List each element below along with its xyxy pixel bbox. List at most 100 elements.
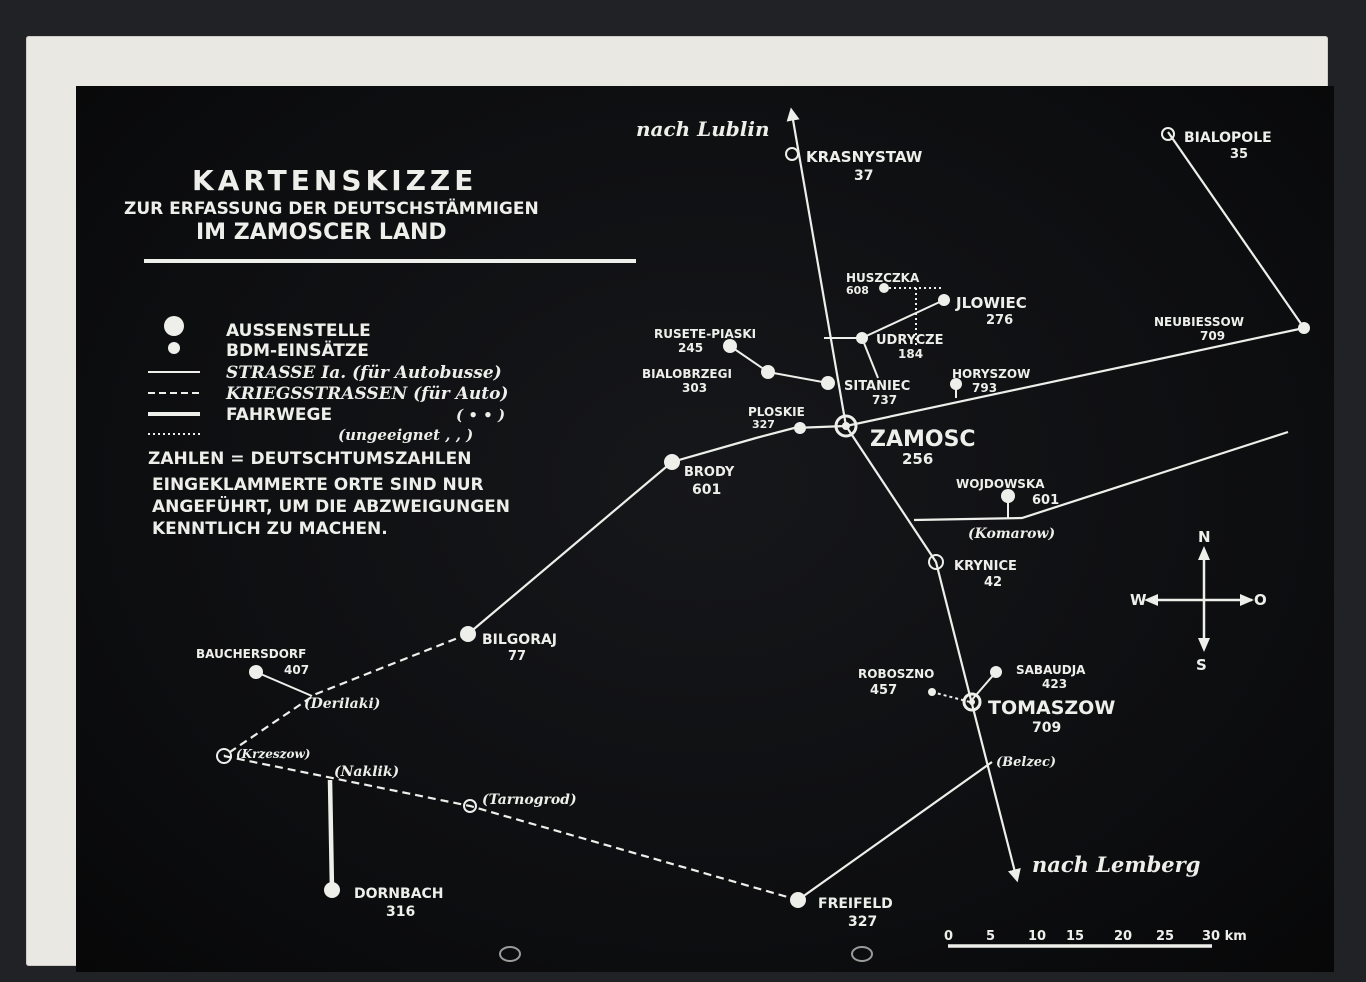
legend-label-0: AUSSENSTELLE (226, 321, 371, 341)
pin-right-icon (851, 946, 873, 962)
count-jlowiec: 276 (986, 313, 1013, 328)
legend-label-1: BDM-EINSÄTZE (226, 339, 369, 361)
name-bialopole: BIALOPOLE (1184, 130, 1272, 146)
marker-jlowiec (938, 294, 950, 306)
count-freifeld: 327 (848, 914, 877, 930)
marker-krzeszow (216, 748, 232, 764)
name-jlowiec: JLOWIEC (955, 294, 1027, 312)
name-dereliaki: (Derilaki) (304, 696, 380, 712)
branch-udrycze-sitaniec (861, 337, 879, 379)
marker-zamosc (834, 414, 858, 438)
count-sabaudja: 423 (1042, 677, 1067, 691)
branch-sabaudja (969, 671, 997, 703)
marker-huszczka (879, 283, 889, 293)
scale-tick-6: 30 km (1202, 929, 1247, 944)
name-krzeszow: (Krzeszow) (236, 747, 310, 761)
name-komarow: (Komarow) (968, 526, 1055, 542)
count-horyszow: 793 (972, 381, 997, 395)
count-krasnystaw: 37 (854, 168, 873, 184)
roads (223, 107, 1305, 902)
road-bilgoraj-krzeszow (223, 632, 469, 757)
road-komarow (913, 430, 1289, 522)
chalkboard-map: KARTENSKIZZE ZUR ERFASSUNG DER DEUTSCHST… (76, 86, 1334, 972)
count-wojdowska: 601 (1032, 493, 1059, 508)
marker-ploskie (794, 422, 806, 434)
legend-ungeeignet-note: (ungeeignet , , ) (338, 426, 473, 444)
marker-krynice (928, 554, 944, 570)
scale-tick-0: 0 (944, 929, 953, 944)
scale-tick-2: 10 (1028, 929, 1046, 944)
marker-freifeld (790, 892, 806, 908)
compass-s: S (1196, 656, 1207, 674)
road-bialopole (1167, 131, 1305, 329)
legend-label-3: KRIEGSSTRASSEN (für Auto) (225, 384, 508, 404)
road-krzeszow-freifeld (223, 754, 799, 902)
name-belzec: (Belzec) (996, 755, 1056, 770)
name-wojdowska: WOJDOWSKA (956, 477, 1045, 491)
compass-n: N (1198, 528, 1211, 546)
legend-small-dot-icon (168, 342, 180, 354)
scale-bar: 0 5 10 15 20 25 30 km (944, 929, 1247, 948)
road-south-lemberg (845, 425, 1021, 883)
count-neubiessow: 709 (1200, 329, 1225, 343)
title-line-3: IM ZAMOSCER LAND (196, 220, 447, 245)
marker-roboszno (928, 688, 936, 696)
count-zamosc: 256 (902, 450, 933, 468)
map-title: KARTENSKIZZE ZUR ERFASSUNG DER DEUTSCHST… (124, 164, 636, 263)
scale-tick-4: 20 (1114, 929, 1132, 944)
legend-large-dot-icon (164, 316, 184, 336)
marker-rusete-piaski (723, 339, 737, 353)
branch-rusete (729, 345, 769, 373)
road-north-lublin (786, 107, 848, 427)
place-labels: KRASNYSTAW 37 BIALOPOLE 35 HUSZCZKA 608 … (196, 130, 1272, 930)
legend-bracket-note-1: ANGEFÜHRT, UM DIE ABZWEIGUNGEN (152, 495, 510, 517)
branch-bialobrzegi (767, 371, 829, 384)
marker-zamosc-center (842, 422, 850, 430)
title-line-1: KARTENSKIZZE (192, 164, 477, 197)
name-bilgoraj: BILGORAJ (482, 632, 557, 648)
scale-tick-3: 15 (1066, 929, 1084, 944)
count-sitaniec: 737 (872, 393, 897, 407)
legend-fahrwege-note: ( • • ) (456, 406, 505, 424)
branch-bauchersdorf (255, 671, 313, 697)
marker-wojdowska (1001, 489, 1015, 503)
road-east-neubiessow (845, 326, 1305, 428)
marker-dornbach (324, 882, 340, 898)
compass-w: W (1130, 591, 1147, 609)
compass-west-arrow-icon (1144, 594, 1158, 606)
count-udrycze: 184 (898, 347, 923, 361)
name-krasnystaw: KRASNYSTAW (806, 148, 923, 166)
name-roboszno: ROBOSZNO (858, 667, 934, 681)
name-zamosc: ZAMOSC (870, 427, 976, 452)
name-freifeld: FREIFELD (818, 896, 893, 912)
count-tomaszow: 709 (1032, 720, 1061, 736)
name-sabaudja: SABAUDJA (1016, 663, 1086, 677)
legend: AUSSENSTELLE BDM-EINSÄTZE STRASSE Ia. (f… (148, 316, 510, 539)
name-huszczka: HUSZCZKA (846, 271, 920, 285)
legend-label-4: FAHRWEGE (226, 405, 332, 425)
name-rusete-piaski: RUSETE-PIASKI (654, 327, 756, 341)
count-bialopole: 35 (1230, 147, 1248, 162)
scale-tick-1: 5 (986, 929, 995, 944)
name-naklik: (Naklik) (334, 764, 399, 780)
name-ploskie: PLOSKIE (748, 405, 805, 419)
marker-bialobrzegi (761, 365, 775, 379)
name-neubiessow: NEUBIESSOW (1154, 315, 1244, 329)
road-west-bilgoraj (467, 424, 847, 635)
legend-label-2: STRASSE Ia. (für Autobusse) (226, 363, 502, 383)
label-nach-lublin: nach Lublin (636, 117, 770, 141)
legend-bracket-note-2: KENNTLICH ZU MACHEN. (152, 519, 388, 539)
count-dornbach: 316 (386, 904, 415, 920)
marker-tarnogrod (463, 799, 477, 813)
marker-bauchersdorf (249, 665, 263, 679)
marker-krasnystaw (785, 147, 799, 161)
marker-tomaszow-center (969, 699, 975, 705)
count-bialobrzegi: 303 (682, 381, 707, 395)
name-udrycze: UDRYCZE (876, 333, 943, 348)
marker-sabaudja (990, 666, 1002, 678)
compass-o: O (1254, 591, 1267, 609)
marker-bialopole (1161, 127, 1175, 141)
scale-tick-5: 25 (1156, 929, 1174, 944)
compass-east-arrow-icon (1240, 594, 1254, 606)
count-ploskie: 327 (752, 418, 775, 431)
